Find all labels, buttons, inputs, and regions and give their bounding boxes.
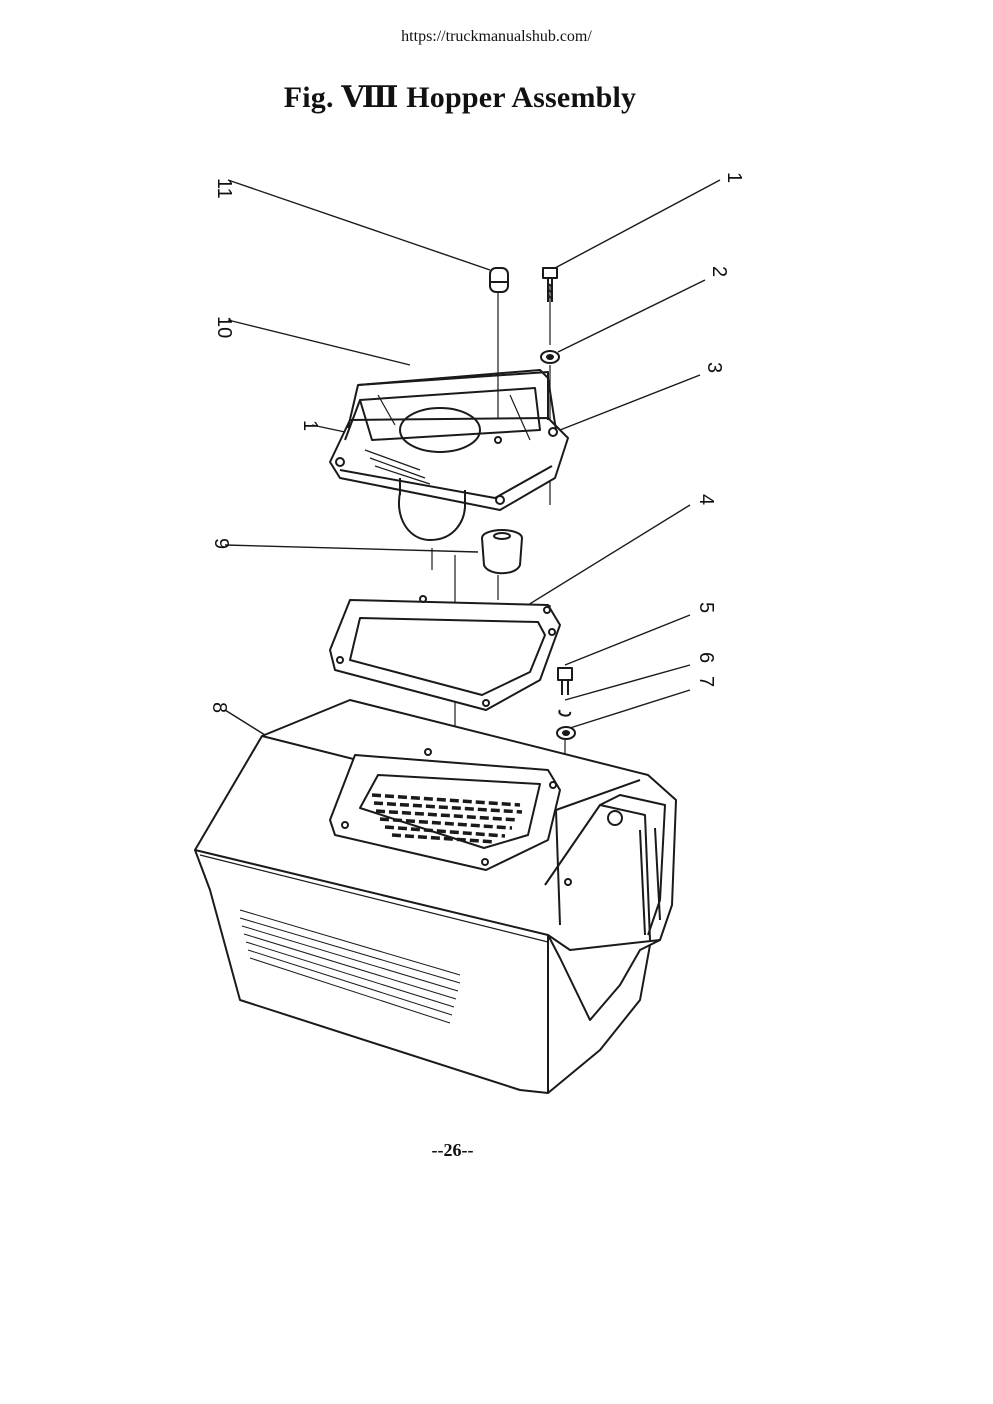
bolt-part-1 xyxy=(542,267,558,302)
callout-6: 6 xyxy=(695,652,717,663)
source-url: https://truckmanualshub.com/ xyxy=(401,28,592,45)
leader-2 xyxy=(557,279,706,353)
washer-part-2 xyxy=(540,350,560,364)
leader-3 xyxy=(559,374,701,431)
gasket-part-4 xyxy=(329,595,561,711)
callout-7: 7 xyxy=(695,676,717,687)
leader-lines xyxy=(224,179,721,736)
callout-11: 11 xyxy=(213,178,235,199)
leader-1 xyxy=(554,179,721,269)
screw-part-5 xyxy=(557,667,573,695)
leader-1b xyxy=(311,424,346,433)
callout-9: 9 xyxy=(210,538,232,549)
valve-plug-part-9 xyxy=(481,529,523,575)
hopper-frame-part-10 xyxy=(329,369,569,511)
flat-washer-part-7 xyxy=(556,726,576,740)
cap-part-11 xyxy=(489,267,509,293)
hopper-assembly-diagram: 11 10 1 1 2 3 4 9 5 6 7 8 xyxy=(150,150,800,1110)
chute-throat xyxy=(398,407,481,541)
tank-body-part-8 xyxy=(194,699,677,1094)
tank-opening-screen xyxy=(329,748,561,871)
leader-8 xyxy=(224,709,266,736)
leader-11 xyxy=(227,179,491,271)
callout-4: 4 xyxy=(695,494,717,505)
leader-9 xyxy=(224,544,479,553)
callout-3: 3 xyxy=(703,362,725,373)
callout-2: 2 xyxy=(708,266,730,277)
leader-7 xyxy=(569,689,691,729)
callout-1b: 1 xyxy=(299,420,321,431)
figure-title: Fig. Ⅷ Hopper Assembly xyxy=(283,81,637,114)
callout-5: 5 xyxy=(695,602,717,613)
leader-6 xyxy=(564,664,691,701)
callout-labels: 11 10 1 1 2 3 4 9 5 6 7 8 xyxy=(208,172,745,713)
callout-1: 1 xyxy=(723,172,745,183)
callout-10: 10 xyxy=(213,316,235,338)
leader-10 xyxy=(227,319,411,366)
page-number: --26-- xyxy=(431,1140,474,1160)
exploded-view-drawing: 11 10 1 1 2 3 4 9 5 6 7 8 xyxy=(194,172,745,1094)
leader-5 xyxy=(564,614,691,666)
spring-washer-part-6 xyxy=(558,709,572,717)
callout-8: 8 xyxy=(208,702,230,713)
